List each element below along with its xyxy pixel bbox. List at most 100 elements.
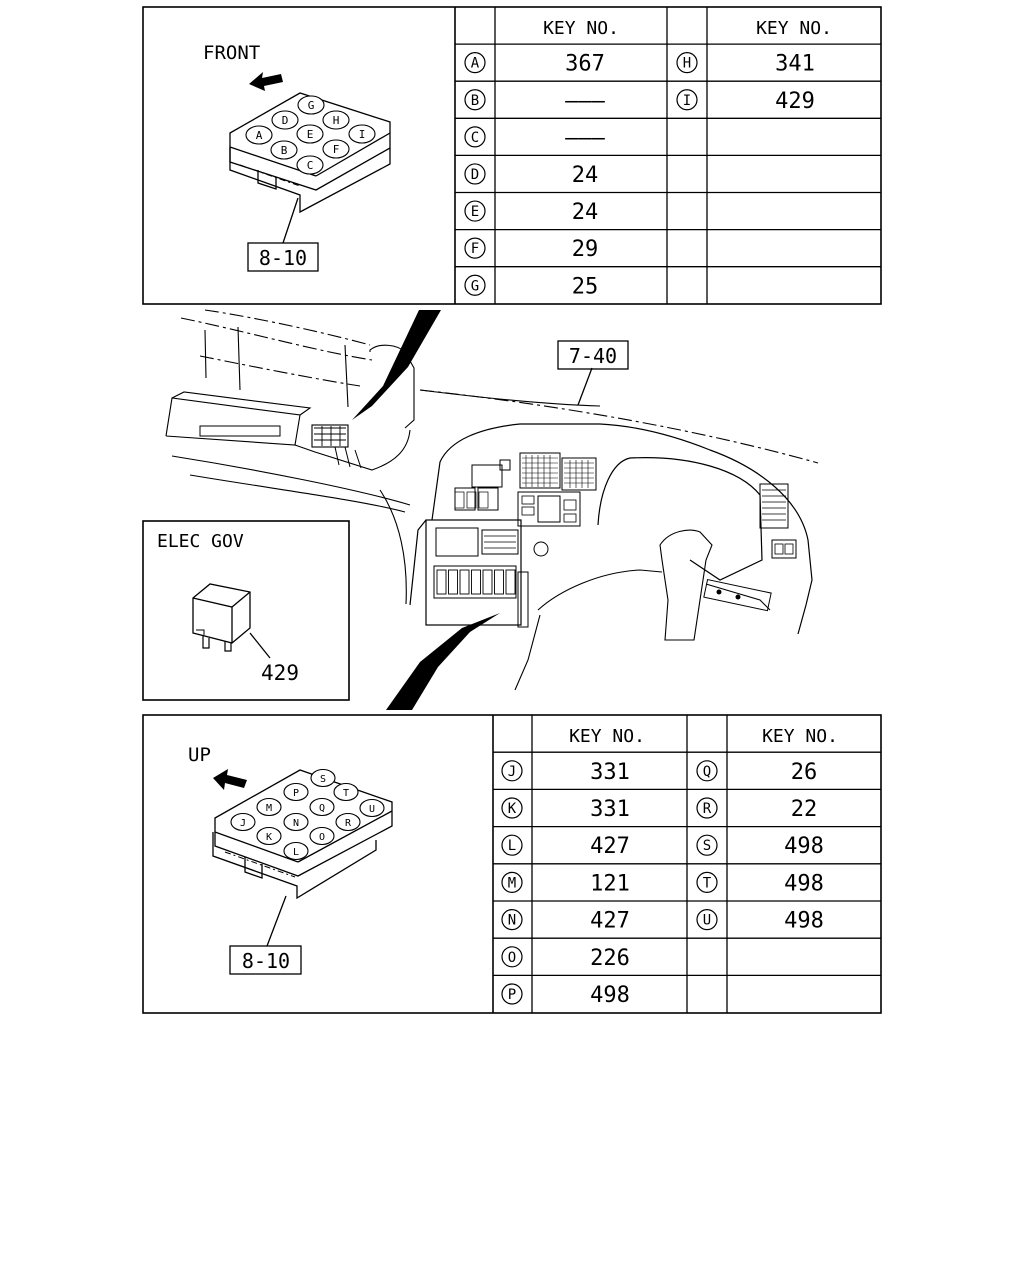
table-row: I 429: [676, 89, 815, 114]
row-letter-badge-letter: I: [683, 93, 691, 109]
row-letter-badge: B: [464, 89, 486, 111]
connector-cavity: J: [230, 812, 256, 832]
row-letter-badge: C: [464, 126, 486, 148]
key-no-value: 24: [572, 163, 599, 188]
front-arrow-icon: [249, 72, 283, 91]
connector-cavity: R: [335, 812, 361, 832]
cavity-letter: B: [281, 144, 288, 157]
console-switch: [482, 569, 493, 595]
cavity-letter: N: [293, 818, 299, 829]
connector-cavity: D: [271, 110, 299, 130]
dash-switch: [454, 491, 465, 509]
table-row: O 226: [501, 946, 630, 971]
console-switch-panel: [433, 565, 517, 599]
console-switch: [448, 569, 458, 595]
connector-cavity: U: [359, 798, 385, 818]
connector-cavity: E: [296, 124, 324, 144]
key-no-value: 498: [784, 871, 824, 896]
cavity-letter: E: [307, 128, 314, 141]
cavity-letter: S: [320, 774, 326, 785]
row-letter-badge: H: [676, 52, 698, 74]
row-letter-badge-letter: F: [471, 241, 479, 257]
cavity-letter: O: [319, 832, 325, 843]
row-letter-badge-letter: E: [471, 204, 479, 220]
key-no-value: 26: [791, 760, 818, 785]
connector-cavity: S: [310, 768, 336, 788]
row-letter-badge: R: [696, 797, 718, 819]
dash-switch: [478, 491, 489, 509]
connector-cavity: L: [283, 841, 309, 861]
cavity-letter: Q: [319, 803, 325, 814]
bottom-ref-label: 8-10: [242, 949, 290, 973]
bottom-header-key-left: KEY NO.: [569, 726, 645, 747]
cavity-letter: M: [266, 803, 272, 814]
cavity-letter: A: [256, 129, 263, 142]
console-switch: [505, 569, 516, 595]
key-no-value: 498: [590, 983, 630, 1008]
table-row: N 427: [501, 908, 630, 934]
row-letter-badge-letter: M: [508, 875, 516, 891]
key-no-value: 341: [775, 52, 815, 77]
connector-cavity: N: [283, 812, 309, 832]
connector-cavity: I: [348, 124, 376, 144]
cavity-letter: L: [293, 847, 299, 858]
key-no-value: 331: [590, 760, 630, 785]
row-letter-badge-letter: R: [703, 801, 712, 817]
row-letter-badge-letter: Q: [703, 764, 711, 780]
front-label: FRONT: [203, 42, 260, 64]
key-no-value: 429: [775, 89, 815, 114]
row-letter-badge-letter: U: [703, 913, 711, 929]
row-letter-badge: Q: [696, 760, 718, 782]
row-letter-badge-letter: S: [703, 838, 711, 854]
top-ref-label: 8-10: [259, 246, 307, 270]
key-no-value: 427: [590, 909, 630, 934]
connector-cavity: T: [333, 782, 359, 802]
connector-cavity: A: [245, 125, 273, 145]
top-pointer-wedge: [352, 310, 441, 420]
table-row: K 331: [501, 797, 630, 822]
cavity-letter: U: [369, 804, 375, 815]
row-letter-badge: T: [696, 871, 718, 894]
connector-cavity: H: [322, 110, 350, 130]
bottom-header-key-right: KEY NO.: [762, 726, 838, 747]
row-letter-badge: A: [464, 52, 486, 74]
cavity-letter: R: [345, 818, 352, 829]
key-no-value: 498: [784, 834, 824, 859]
connector-cavity: G: [297, 95, 325, 115]
relay-icon: [192, 583, 251, 652]
key-no-value: 29: [572, 237, 599, 262]
up-arrow-icon: [213, 769, 247, 790]
row-letter-badge-letter: K: [508, 801, 517, 817]
elec-gov-key-no: 429: [261, 661, 299, 685]
key-no-value: 331: [590, 797, 630, 822]
cavity-letter: C: [307, 159, 314, 172]
row-letter-badge: G: [464, 274, 486, 296]
connector-cavity: Q: [309, 797, 335, 817]
cavity-letter: I: [359, 128, 366, 141]
row-letter-badge: P: [501, 983, 523, 1005]
row-letter-badge: N: [501, 908, 523, 931]
dash-ref-label: 7-40: [569, 344, 617, 368]
top-header-key-left: KEY NO.: [543, 18, 619, 39]
row-letter-badge-letter: O: [508, 950, 516, 966]
elec-gov-panel: ELEC GOV 429: [142, 520, 350, 701]
connector-cavity: K: [256, 826, 282, 846]
row-letter-badge: M: [501, 871, 523, 894]
dash-switch: [466, 491, 477, 509]
table-row: S 498: [696, 834, 824, 859]
connector-cavity: P: [283, 782, 309, 802]
row-letter-badge: L: [501, 834, 523, 856]
key-no-value: 226: [590, 946, 630, 971]
cavity-letter: K: [266, 832, 272, 843]
row-letter-badge: S: [696, 834, 718, 856]
connector-cavity: B: [270, 140, 298, 160]
row-letter-badge: E: [464, 200, 486, 222]
small-connector-location: [311, 424, 362, 469]
